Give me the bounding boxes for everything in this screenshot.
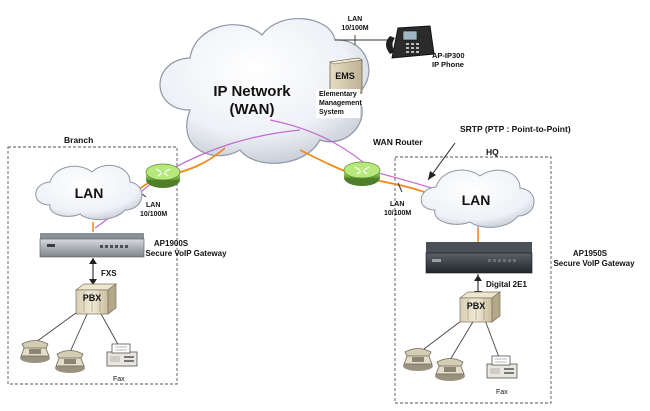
wan-label-line2: (WAN) (230, 101, 275, 118)
branch-lan-cloud: LAN (35, 164, 143, 220)
hq-phone-icon-2 (434, 358, 466, 382)
hq-phone-icon-1 (402, 348, 434, 372)
branch-router-icon (145, 163, 181, 188)
branch-fax-icon (106, 343, 138, 367)
ems-caption-line2: Management (319, 100, 362, 107)
branch-fax-label: Fax (113, 376, 125, 383)
hq-link-label-line2: 10/100M (384, 210, 411, 217)
branch-pbx-icon: PBX (74, 283, 118, 315)
hq-link-label-line1: LAN (390, 201, 404, 208)
ip-phone-model: AP-IP300 (432, 51, 465, 60)
hq-pbx-icon: PBX (458, 291, 502, 323)
hq-gateway-model: AP1950S (573, 249, 608, 258)
branch-gateway-model: AP1900S (154, 239, 189, 248)
hq-fax-icon (486, 355, 518, 379)
hq-title: HQ (486, 147, 499, 157)
hq-trunk-label: Digital 2E1 (486, 280, 527, 289)
ems-caption-line3: System (319, 109, 344, 116)
branch-link-label-line2: 10/100M (140, 211, 167, 218)
hq-pbx-label: PBX (467, 301, 486, 311)
branch-gateway-icon (39, 233, 145, 258)
branch-trunk-label: FXS (101, 269, 117, 278)
branch-pbx-label: PBX (83, 293, 102, 303)
branch-link-label-line1: LAN (146, 202, 160, 209)
branch-site-box (7, 146, 178, 385)
hq-gateway-icon (425, 242, 533, 274)
hq-lan-label: LAN (462, 192, 491, 208)
wan-router-label: WAN Router (373, 137, 423, 147)
wan-link-label-line1: LAN (348, 16, 362, 23)
branch-phone-icon-2 (54, 350, 86, 374)
branch-phone-icon-1 (19, 340, 51, 364)
branch-title: Branch (64, 135, 93, 145)
ip-phone-icon (386, 25, 435, 59)
srtp-label: SRTP (PTP : Point-to-Point) (460, 124, 571, 134)
ems-server-icon: EMS (329, 57, 363, 98)
hq-gateway-name: Secure VoIP Gateway (553, 259, 635, 268)
hq-site-box (394, 156, 552, 404)
hq-router-icon (343, 161, 381, 186)
wan-link-label-line2: 10/100M (341, 25, 368, 32)
ems-box-label: EMS (335, 71, 355, 81)
wan-cloud: IP Network (WAN) (159, 17, 370, 164)
ems-caption-line1: Elementary (319, 91, 357, 98)
hq-lan-cloud: LAN (420, 169, 535, 228)
ip-phone-name: IP Phone (432, 60, 464, 69)
branch-gateway-name: Secure VoIP Gateway (145, 249, 227, 258)
hq-fax-label: Fax (496, 389, 508, 396)
branch-lan-label: LAN (75, 185, 104, 201)
wan-label-line1: IP Network (213, 83, 291, 100)
